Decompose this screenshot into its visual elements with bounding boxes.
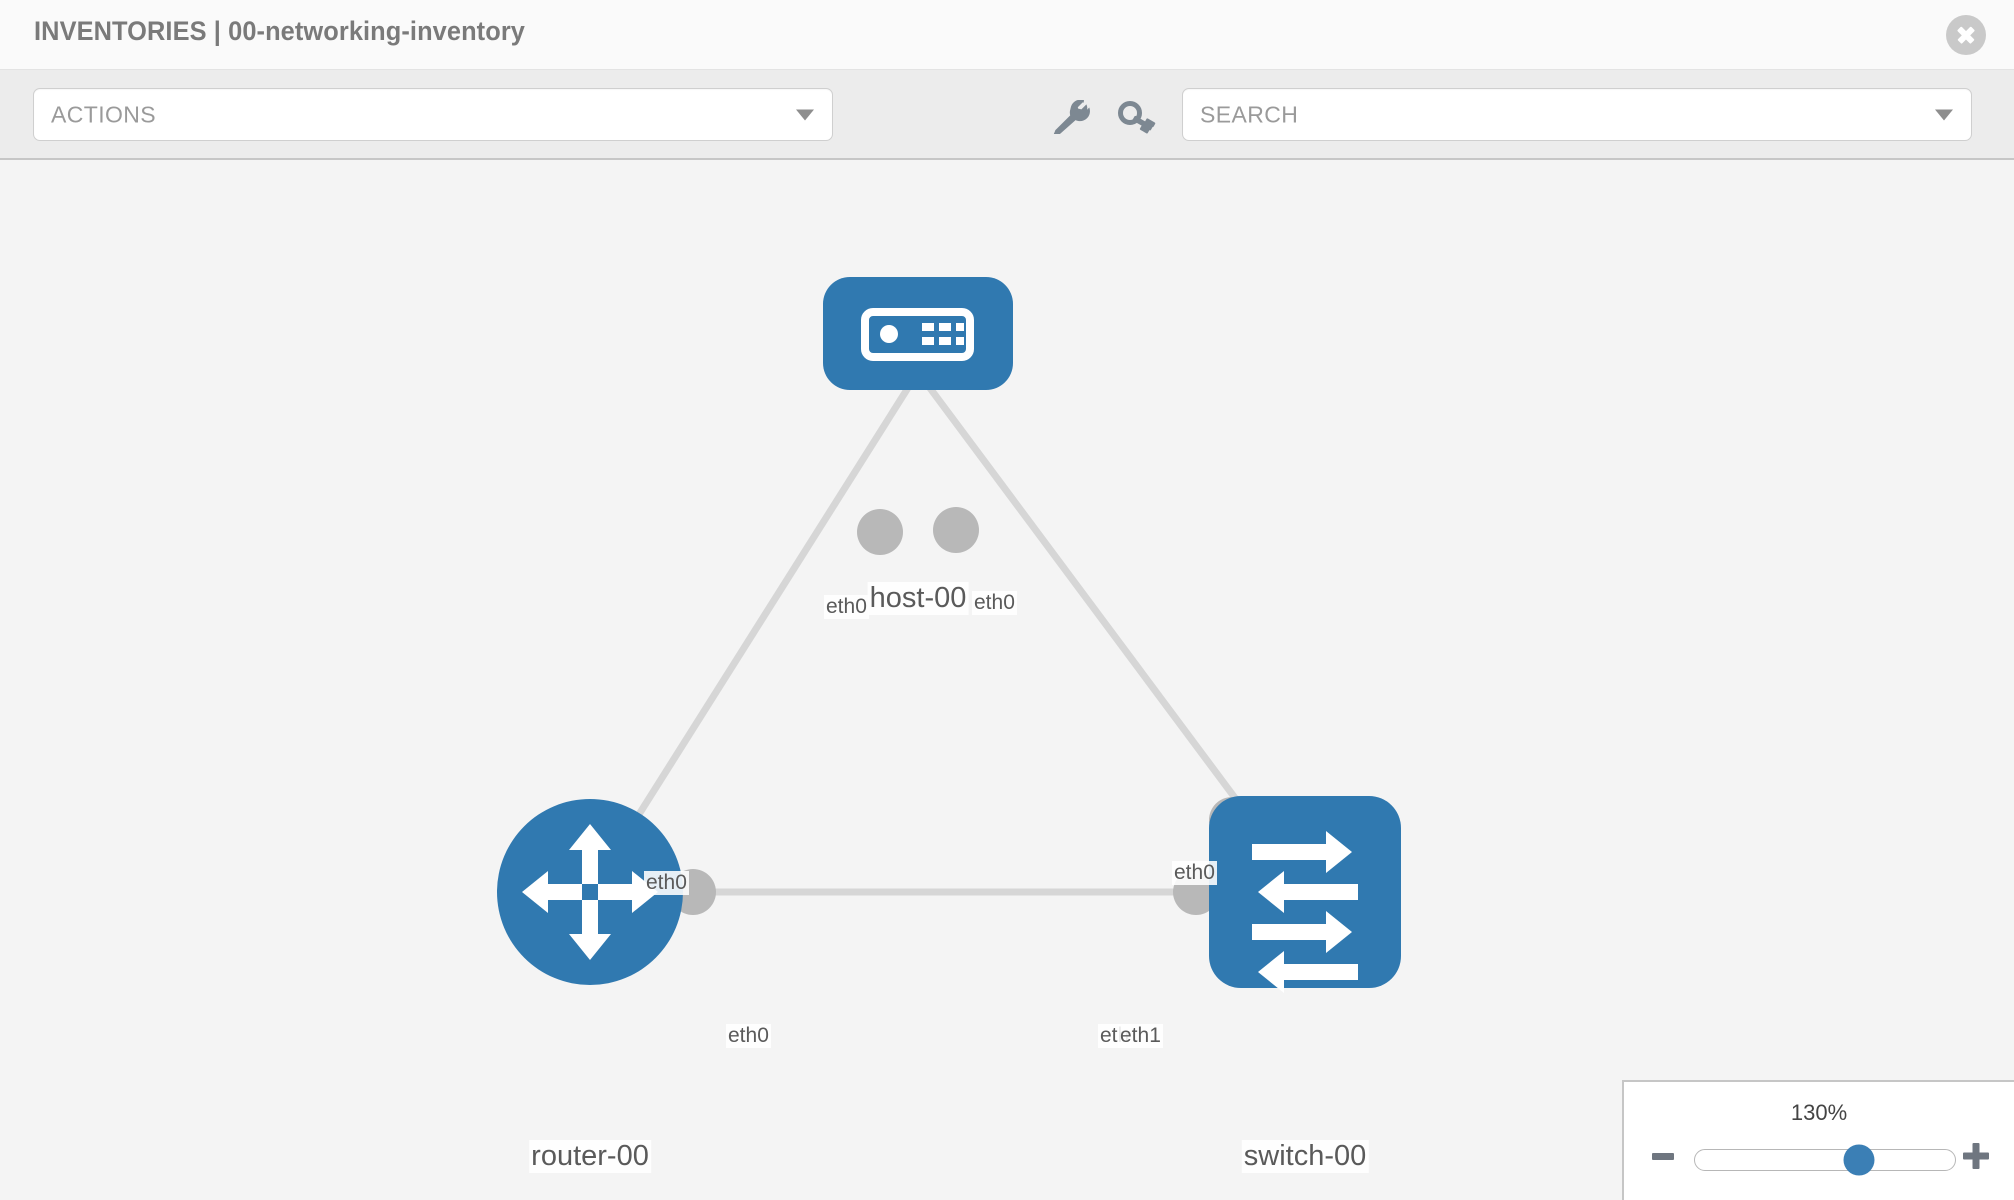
close-icon[interactable] xyxy=(1946,15,1986,55)
zoom-level-value: 130% xyxy=(1790,1100,1848,1125)
zoom-in-icon[interactable] xyxy=(1962,1142,1990,1170)
port-label: eth1 xyxy=(1118,1024,1163,1048)
node-host-00[interactable] xyxy=(823,277,1013,390)
zoom-out-icon[interactable] xyxy=(1652,1153,1674,1160)
key-icon[interactable] xyxy=(1117,100,1159,139)
wrench-icon[interactable] xyxy=(1050,98,1092,139)
port-host-00-eth0-left[interactable] xyxy=(857,509,903,555)
node-label-router-00: router-00 xyxy=(529,1140,651,1173)
actions-dropdown-label: ACTIONS xyxy=(51,101,157,127)
chevron-down-icon xyxy=(1935,109,1953,120)
zoom-slider-thumb[interactable] xyxy=(1843,1144,1875,1176)
zoom-slider[interactable] xyxy=(1694,1144,1956,1176)
toolbar: ACTIONS SEARCH xyxy=(0,70,2014,160)
chevron-down-icon xyxy=(796,109,814,120)
node-label-switch-00: switch-00 xyxy=(1241,1140,1369,1173)
port-label: eth0 xyxy=(726,1024,771,1048)
router-arrows-icon xyxy=(522,824,658,960)
node-label-host-00: host-00 xyxy=(867,582,969,615)
topology-canvas[interactable]: eth0 eth0 eth0 eth0 eth0 eth eth1 host-0… xyxy=(0,160,2014,1200)
topology-links xyxy=(587,369,1308,896)
page-header: INVENTORIES | 00-networking-inventory xyxy=(0,0,2014,70)
search-input[interactable]: SEARCH xyxy=(1182,88,1972,141)
port-label: eth0 xyxy=(972,591,1017,615)
zoom-control-panel: 130% xyxy=(1622,1080,2014,1200)
search-input-placeholder: SEARCH xyxy=(1200,101,1299,127)
link-router-00-host-00[interactable] xyxy=(587,370,921,894)
page-title: INVENTORIES | 00-networking-inventory xyxy=(34,16,526,46)
switch-arrows-icon xyxy=(1252,831,1358,993)
node-router-00[interactable] xyxy=(497,799,683,985)
actions-dropdown[interactable]: ACTIONS xyxy=(33,88,833,141)
node-switch-00[interactable] xyxy=(1209,796,1401,993)
server-icon xyxy=(861,308,974,361)
port-host-00-eth0-right[interactable] xyxy=(933,507,979,553)
port-label: eth0 xyxy=(824,595,869,619)
port-label: eth0 xyxy=(644,871,689,895)
port-label: eth0 xyxy=(1172,861,1217,885)
